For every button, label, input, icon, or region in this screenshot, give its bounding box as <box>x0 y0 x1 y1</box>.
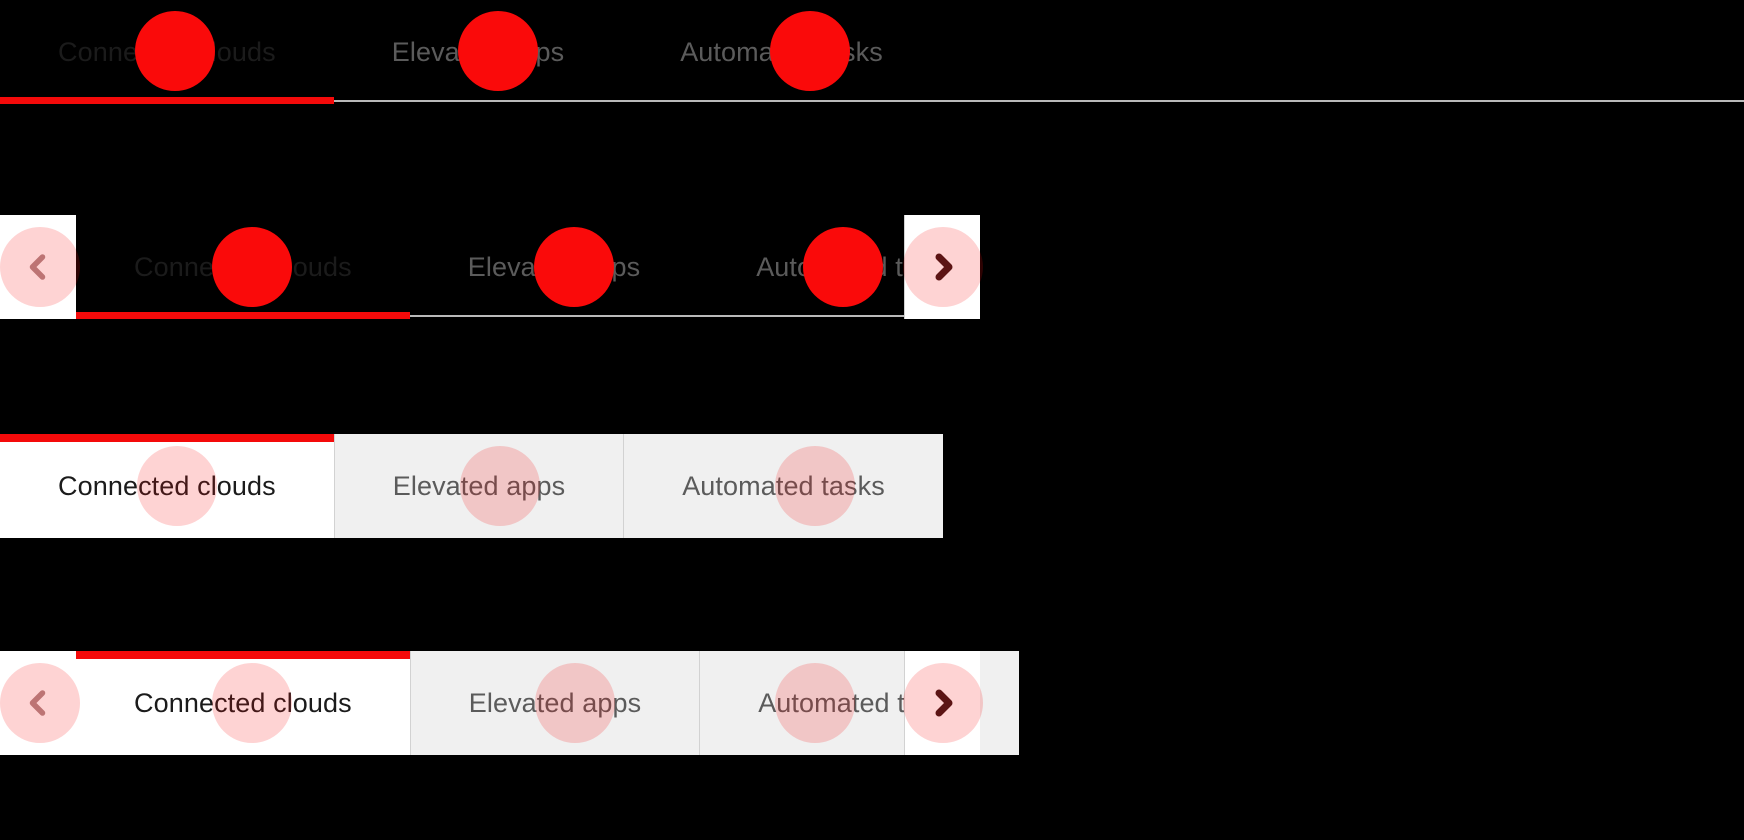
scroll-previous-button[interactable] <box>0 215 76 319</box>
scroll-previous-button[interactable] <box>0 651 76 755</box>
tab-connected-clouds[interactable]: Connected clouds <box>0 434 334 538</box>
chevron-left-icon <box>21 250 55 284</box>
tab-automated-tasks[interactable]: Automated tasks <box>623 434 943 538</box>
tab-elevated-apps[interactable]: Elevated apps <box>409 651 700 755</box>
tabbar-rail <box>76 315 904 317</box>
tab-elevated-apps[interactable]: Elevated apps <box>391 36 565 67</box>
tabbar-boxed-scrollable: Connected clouds Elevated apps Automated… <box>0 651 1019 755</box>
scroll-next-button[interactable] <box>904 215 980 319</box>
tab-connected-clouds[interactable]: Connected clouds <box>76 651 410 755</box>
tabbar-underline-plain: Connected clouds Elevated apps Automated… <box>0 0 1744 104</box>
chevron-right-icon <box>926 686 960 720</box>
tab-elevated-apps[interactable]: Elevated apps <box>333 434 624 538</box>
chevron-left-icon <box>21 686 55 720</box>
tabbar-rail <box>0 100 1744 102</box>
scroll-next-button[interactable] <box>904 651 980 755</box>
tab-connected-clouds[interactable]: Connected clouds <box>76 215 410 319</box>
tab-automated-tasks[interactable]: Automated tasks <box>680 36 883 67</box>
tab-elevated-apps[interactable]: Elevated apps <box>467 251 641 282</box>
tab-connected-clouds[interactable]: Connected clouds <box>0 0 334 104</box>
tabbar-underline-scrollable: Connected clouds Elevated apps Automated… <box>0 215 980 319</box>
chevron-right-icon <box>926 250 960 284</box>
tabbar-boxed-plain: Connected clouds Elevated apps Automated… <box>0 434 980 538</box>
